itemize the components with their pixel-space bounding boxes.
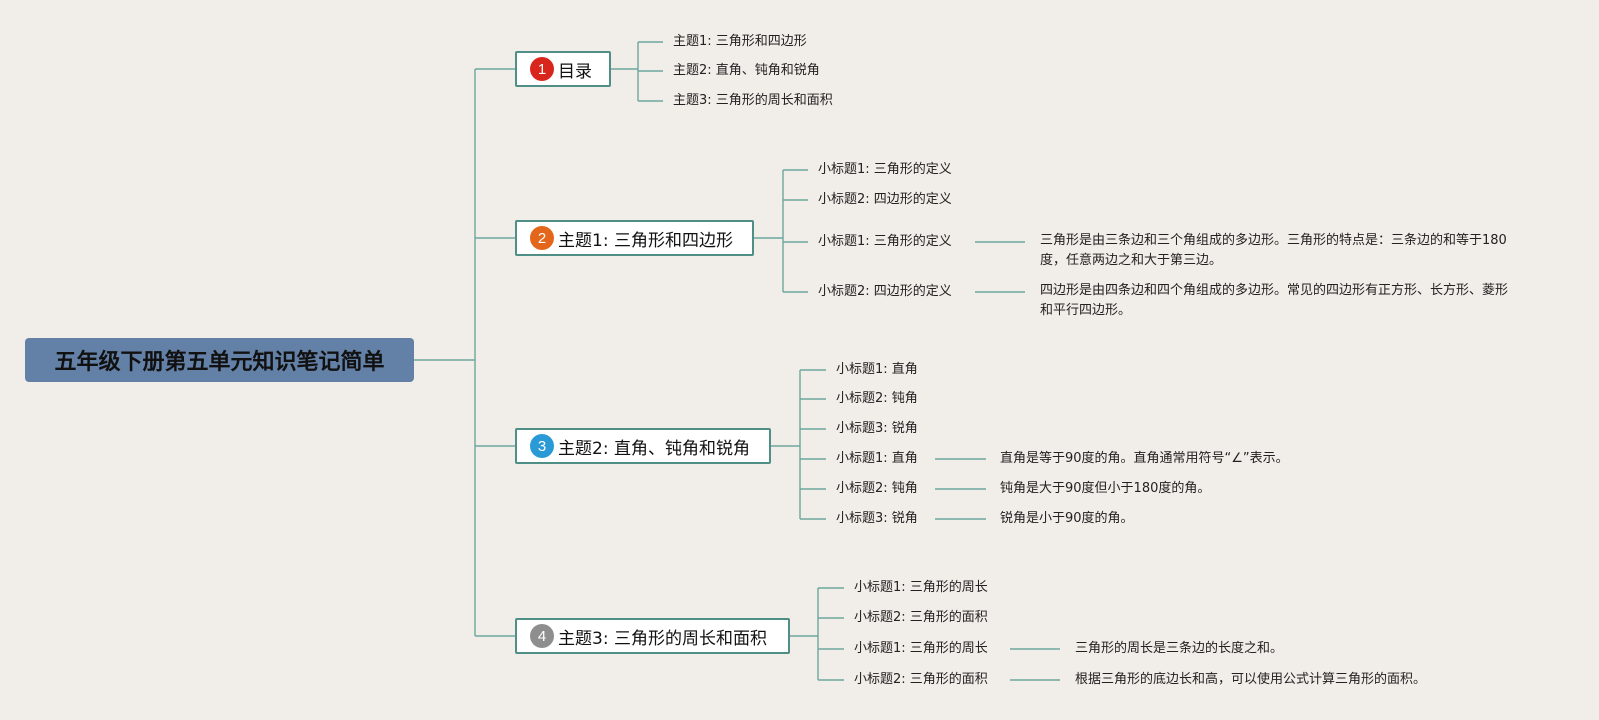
subtopic-label[interactable]: 小标题2: 钝角: [836, 481, 918, 496]
subtopic-label[interactable]: 主题3: 三角形的周长和面积: [673, 93, 833, 108]
subtopic-label[interactable]: 小标题2: 四边形的定义: [818, 192, 952, 207]
subtopic-label[interactable]: 小标题3: 锐角: [836, 421, 918, 436]
topic-label: 目录: [558, 61, 592, 82]
subtopic-label[interactable]: 小标题2: 三角形的面积: [854, 672, 988, 687]
subtopic-label[interactable]: 小标题1: 三角形的定义: [818, 234, 952, 249]
subtopic-label[interactable]: 小标题1: 三角形的周长: [854, 641, 988, 656]
number-badge-icon: 2: [530, 226, 554, 250]
note-text: 锐角是小于90度的角。: [1000, 511, 1134, 526]
note-text: 三角形是由三条边和三个角组成的多边形。三角形的特点是：三条边的和等于180度，任…: [1040, 233, 1507, 268]
topic-label: 主题3: 三角形的周长和面积: [558, 628, 767, 649]
subtopic-label[interactable]: 主题2: 直角、钝角和锐角: [673, 63, 820, 78]
subtopic-label[interactable]: 小标题3: 锐角: [836, 511, 918, 526]
subtopic-label[interactable]: 主题1: 三角形和四边形: [673, 34, 807, 49]
topic-label: 主题1: 三角形和四边形: [558, 230, 733, 251]
number-badge-icon: 1: [530, 57, 554, 81]
note-text: 钝角是大于90度但小于180度的角。: [1000, 481, 1211, 496]
subtopic-label[interactable]: 小标题1: 三角形的周长: [854, 580, 988, 595]
note-text: 四边形是由四条边和四个角组成的多边形。常见的四边形有正方形、长方形、菱形和平行四…: [1040, 283, 1509, 318]
subtopic-label[interactable]: 小标题2: 钝角: [836, 391, 918, 406]
root-title: 五年级下册第五单元知识笔记简单: [54, 350, 385, 375]
subtopic-label[interactable]: 小标题1: 三角形的定义: [818, 162, 952, 177]
subtopic-label[interactable]: 小标题1: 直角: [836, 451, 918, 466]
subtopic-label[interactable]: 小标题2: 三角形的面积: [854, 610, 988, 625]
subtopic-label[interactable]: 小标题2: 四边形的定义: [818, 284, 952, 299]
topic-label: 主题2: 直角、钝角和锐角: [558, 438, 750, 459]
root-node[interactable]: 五年级下册第五单元知识笔记简单: [25, 338, 414, 382]
number-badge-icon: 4: [530, 624, 554, 648]
note-text: 直角是等于90度的角。直角通常用符号“∠”表示。: [1000, 451, 1289, 466]
subtopic-label[interactable]: 小标题1: 直角: [836, 362, 918, 377]
note-text: 三角形的周长是三条边的长度之和。: [1075, 641, 1284, 656]
note-text: 根据三角形的底边长和高，可以使用公式计算三角形的面积。: [1075, 672, 1427, 687]
number-badge-icon: 3: [530, 434, 554, 458]
